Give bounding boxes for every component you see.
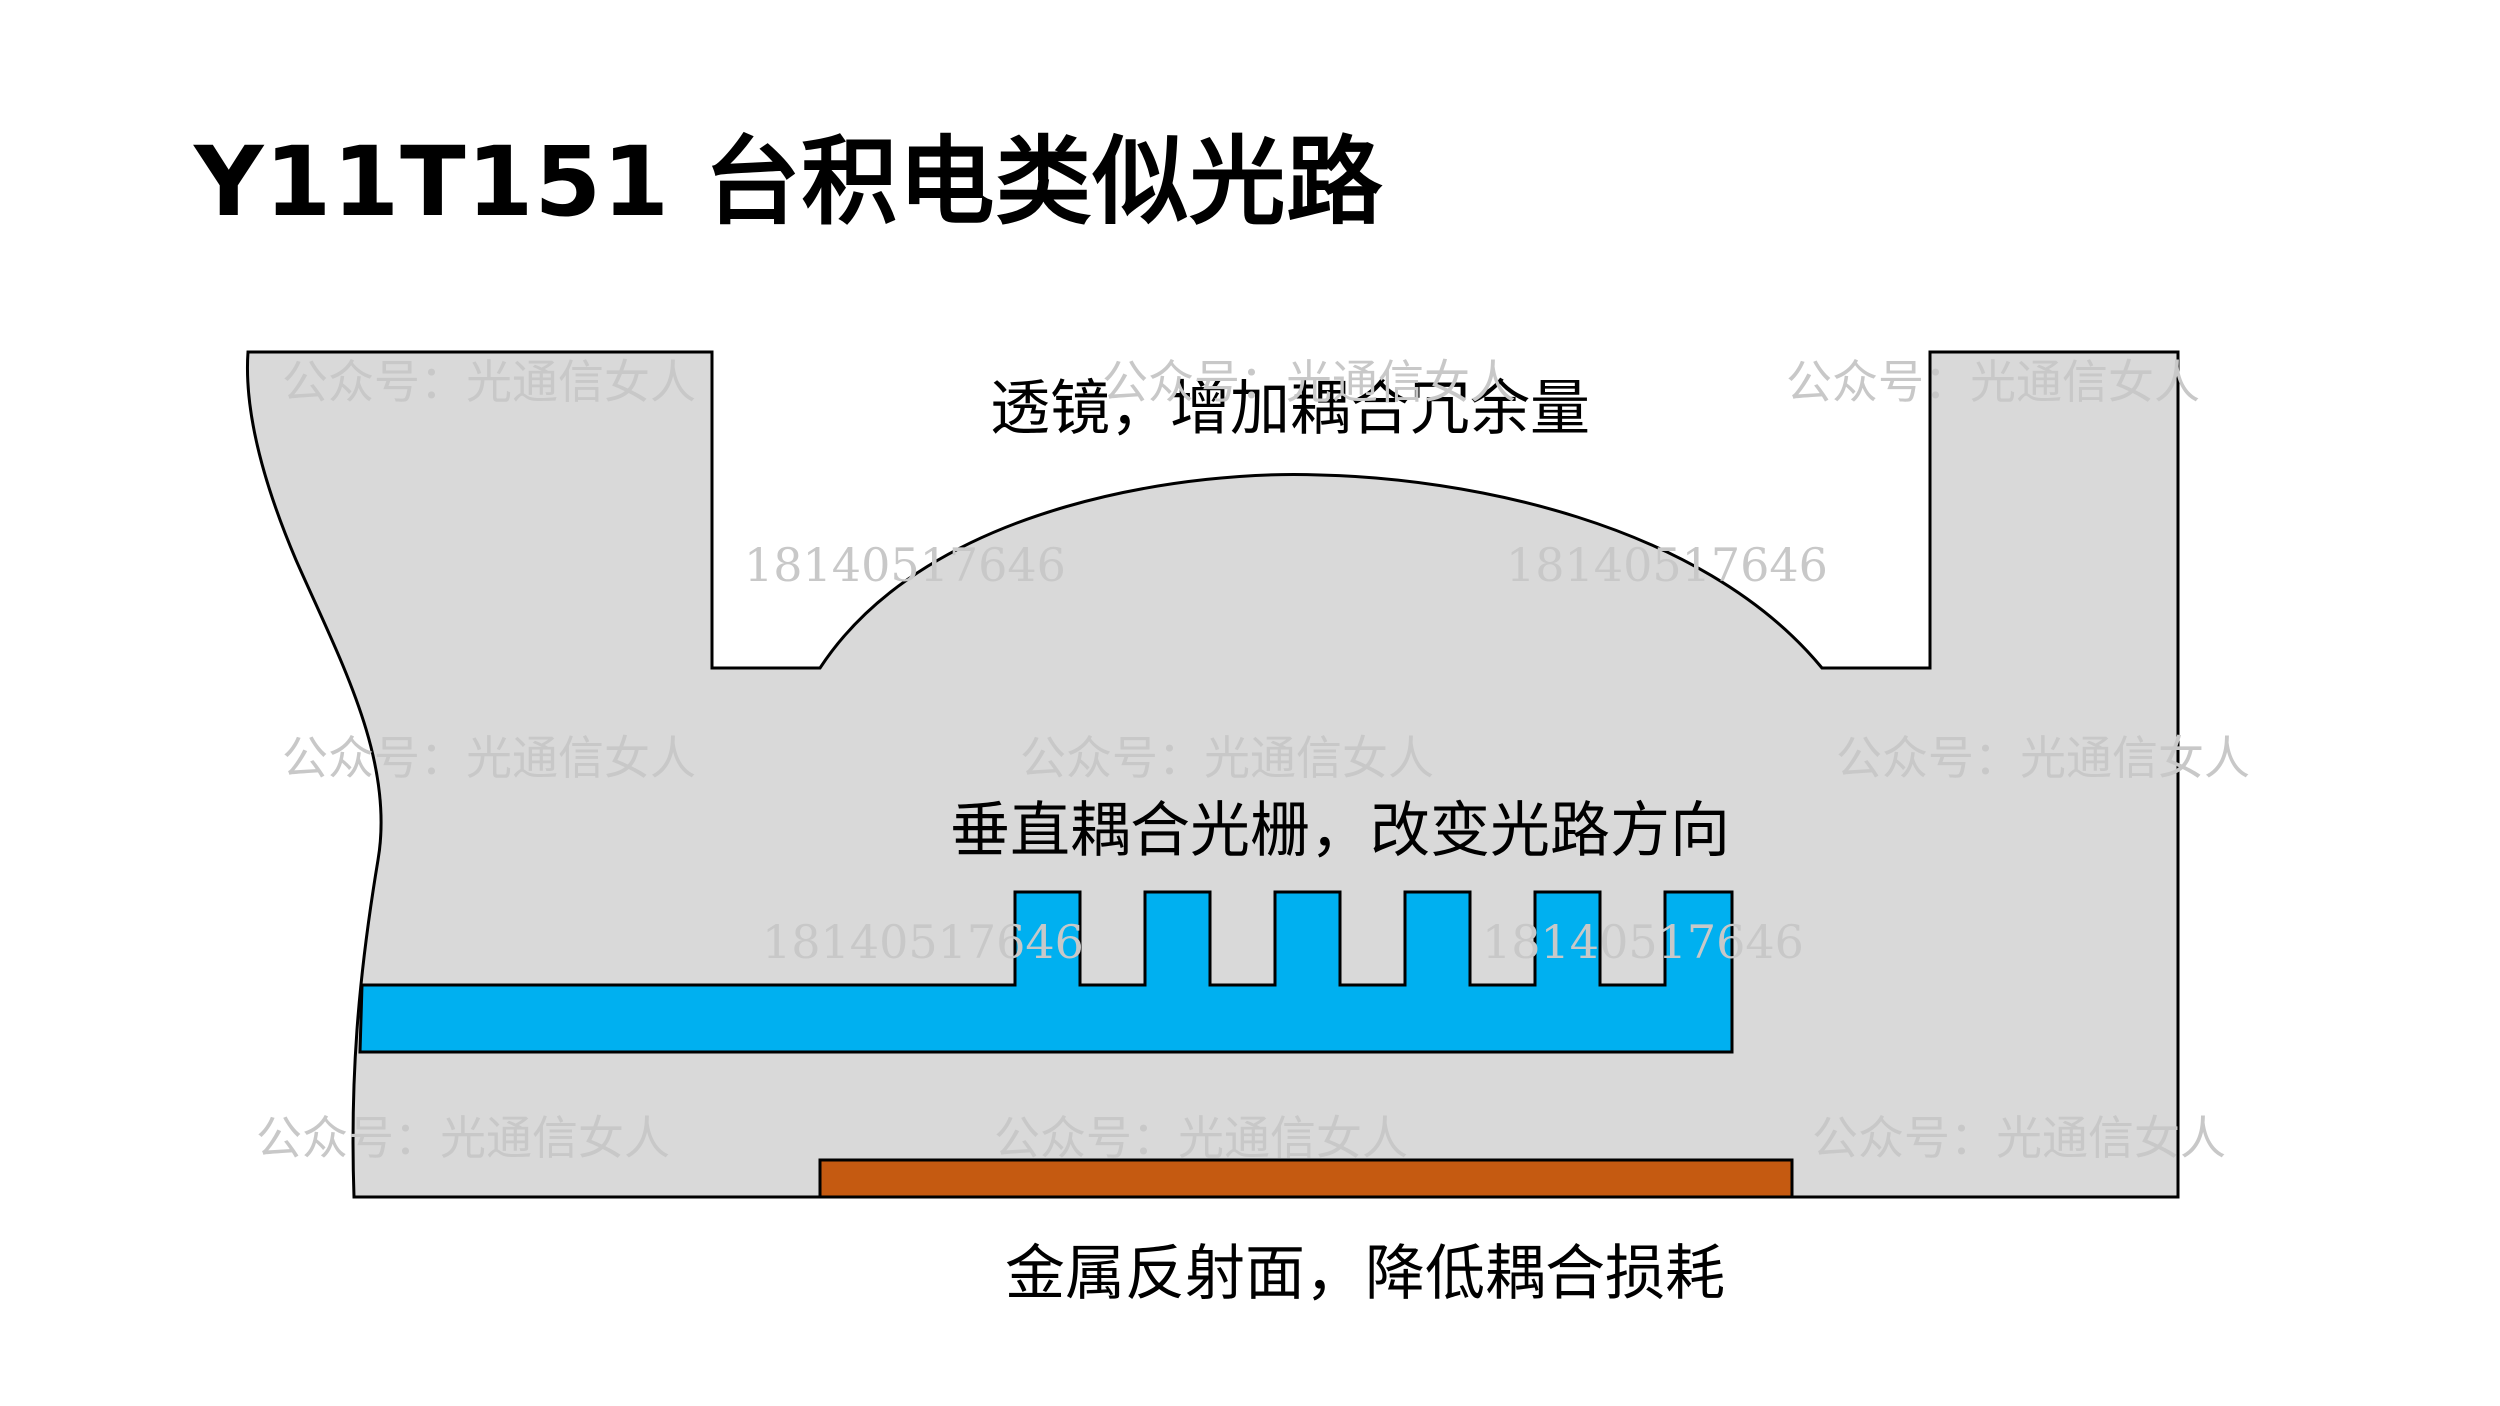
mirror-label: 金属反射面，降低耦合损耗 bbox=[1005, 1239, 1725, 1309]
page-title: Y11T151 台积电类似光路 bbox=[194, 126, 1384, 238]
grating-waveguide bbox=[358, 890, 1734, 1054]
lens-label: 透镜，增加耦合冗余量 bbox=[990, 374, 1590, 444]
metal-reflector bbox=[818, 1158, 1794, 1199]
chip-body bbox=[245, 350, 2180, 1199]
grating-label: 垂直耦合光栅，改变光路方向 bbox=[950, 796, 1730, 866]
